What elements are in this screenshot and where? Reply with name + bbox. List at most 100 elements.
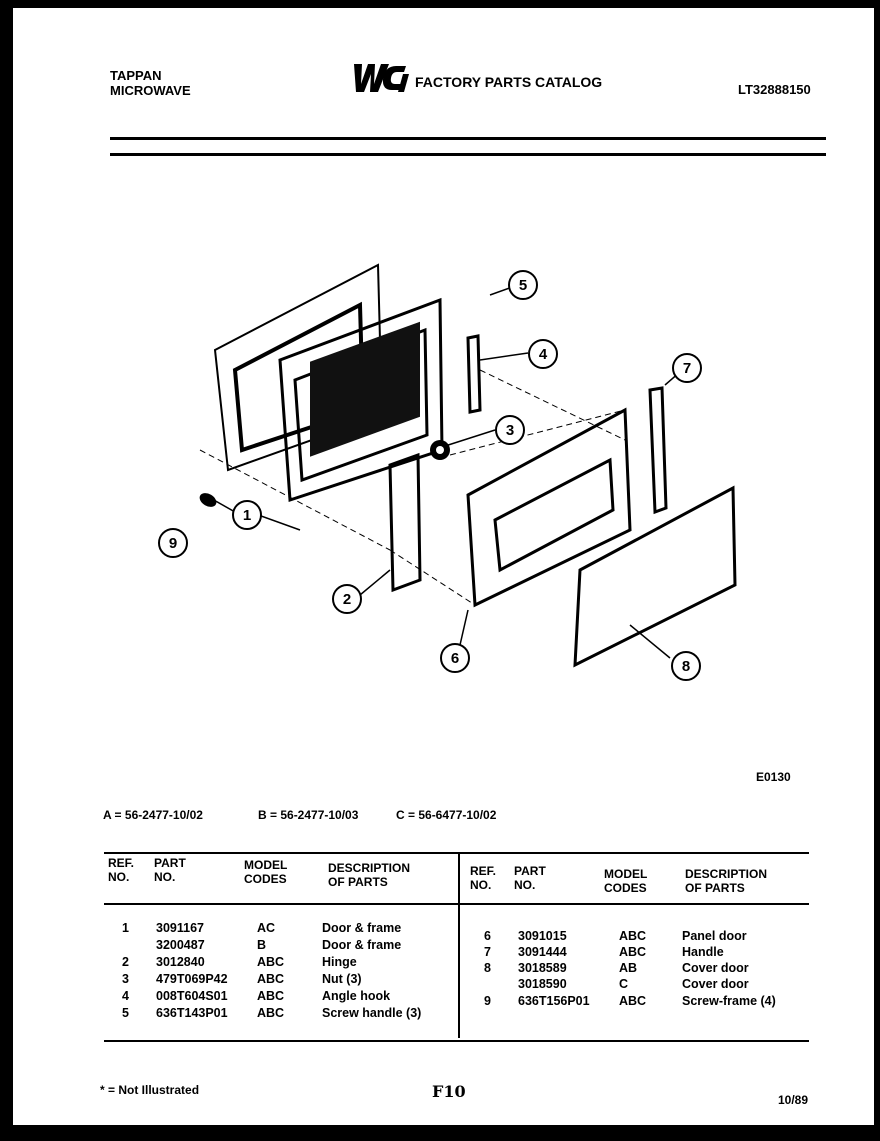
table-row-model: ABC <box>257 1006 285 1020</box>
svg-text:3: 3 <box>506 422 514 439</box>
table-row-desc: Door & frame <box>322 938 402 952</box>
scan-border-bottom <box>0 1125 880 1141</box>
callout-3: 3 <box>495 415 525 445</box>
table-row-part: 3018589 <box>518 961 567 975</box>
table-row-ref: 8 <box>484 961 491 975</box>
model-code-c: C = 56-6477-10/02 <box>396 808 497 822</box>
screw-part <box>199 493 217 507</box>
callout-1: 1 <box>232 500 262 530</box>
table-row-desc: Screw-frame (4) <box>682 994 776 1008</box>
table-row-ref: 3 <box>122 972 129 986</box>
angle-hook-part <box>466 334 482 414</box>
table-header-rule-right <box>458 903 809 905</box>
svg-text:1: 1 <box>243 507 251 524</box>
table-row-ref: 6 <box>484 929 491 943</box>
table-top-rule <box>104 852 809 854</box>
callout-4: 4 <box>528 339 558 369</box>
table-row-model: ABC <box>619 945 647 959</box>
table-row-desc: Screw handle (3) <box>322 1006 422 1020</box>
exploded-parts-diagram: 1 2 3 4 5 6 7 8 9 <box>158 263 737 681</box>
table-row-model: AC <box>257 921 276 935</box>
svg-text:7: 7 <box>683 360 691 377</box>
callout-8: 8 <box>671 651 701 681</box>
model-code-a: A = 56-2477-10/02 <box>103 808 203 822</box>
table-row-desc: Cover door <box>682 977 749 991</box>
svg-text:9: 9 <box>169 535 177 552</box>
table-row-part: 3012840 <box>156 955 205 969</box>
table-row-desc: Cover door <box>682 961 749 975</box>
table-row-desc: Door & frame <box>322 921 402 935</box>
svg-text:2: 2 <box>343 591 351 608</box>
scan-border-right <box>874 0 880 1141</box>
panel-door-opening <box>493 457 615 573</box>
table-row-model: B <box>257 938 267 952</box>
table-row-ref: 2 <box>122 955 129 969</box>
table-row-desc: Nut (3) <box>322 972 362 986</box>
callout-7: 7 <box>672 353 702 383</box>
header-ref-left: REF.NO. <box>108 856 135 884</box>
svg-text:4: 4 <box>539 346 548 363</box>
table-row-desc: Handle <box>682 945 724 959</box>
table-row-part: 008T604S01 <box>156 989 228 1003</box>
table-row-part: 3091444 <box>518 945 567 959</box>
brand-line-2: MICROWAVE <box>110 83 191 98</box>
table-row-model: AB <box>619 961 638 975</box>
callout-9: 9 <box>158 528 188 558</box>
table-row-model: ABC <box>619 929 647 943</box>
header-ref-right: REF.NO. <box>470 864 497 892</box>
page-number: F10 <box>432 1082 466 1101</box>
scan-border-top <box>0 0 880 8</box>
table-row-part: 3091015 <box>518 929 567 943</box>
door-window-mesh <box>310 321 420 457</box>
print-date: 10/89 <box>778 1093 809 1107</box>
brand-line-1: TAPPAN <box>110 68 162 83</box>
svg-text:8: 8 <box>682 658 690 675</box>
header-rule-top <box>110 137 826 140</box>
table-row-part: 636T143P01 <box>156 1006 228 1020</box>
table-row-model: ABC <box>257 989 285 1003</box>
table-row-part: 3018590 <box>518 977 567 991</box>
table-row-ref: 5 <box>122 1006 129 1020</box>
table-row-ref: 9 <box>484 994 491 1008</box>
table-row-part: 3200487 <box>156 938 205 952</box>
table-row-ref: 1 <box>122 921 129 935</box>
handle-part <box>648 386 668 515</box>
brand-name: TAPPAN MICROWAVE <box>110 68 191 98</box>
table-header-rule-left <box>104 903 458 905</box>
table-row-desc: Hinge <box>322 955 357 969</box>
callout-6: 6 <box>440 643 470 673</box>
hinge-part <box>388 452 422 593</box>
table-row-desc: Angle hook <box>322 989 391 1003</box>
drawing-code: E0130 <box>756 770 791 784</box>
catalog-title: FACTORY PARTS CATALOG <box>415 74 603 90</box>
model-code-b: B = 56-2477-10/03 <box>258 808 359 822</box>
table-row-part: 3091167 <box>156 921 204 935</box>
svg-text:5: 5 <box>519 277 527 294</box>
panel-door-part <box>466 407 632 608</box>
table-row-model: ABC <box>257 955 285 969</box>
callout-5: 5 <box>508 270 538 300</box>
table-row-ref: 4 <box>122 989 129 1003</box>
table-row-model: ABC <box>257 972 285 986</box>
callout-2: 2 <box>332 584 362 614</box>
cover-door-part <box>573 485 737 668</box>
table-row-ref: 7 <box>484 945 491 959</box>
table-row-model: ABC <box>619 994 647 1008</box>
table-bottom-rule <box>104 1040 809 1042</box>
footnote: * = Not Illustrated <box>100 1083 200 1097</box>
table-row-part: 636T156P01 <box>518 994 590 1008</box>
svg-text:6: 6 <box>451 650 459 667</box>
table-row-model: C <box>619 977 629 991</box>
catalog-number: LT32888150 <box>738 82 811 97</box>
table-center-divider <box>458 852 460 1038</box>
table-row-desc: Panel door <box>682 929 747 943</box>
wci-logo-icon <box>354 64 409 92</box>
header-rule-bottom <box>110 153 826 156</box>
